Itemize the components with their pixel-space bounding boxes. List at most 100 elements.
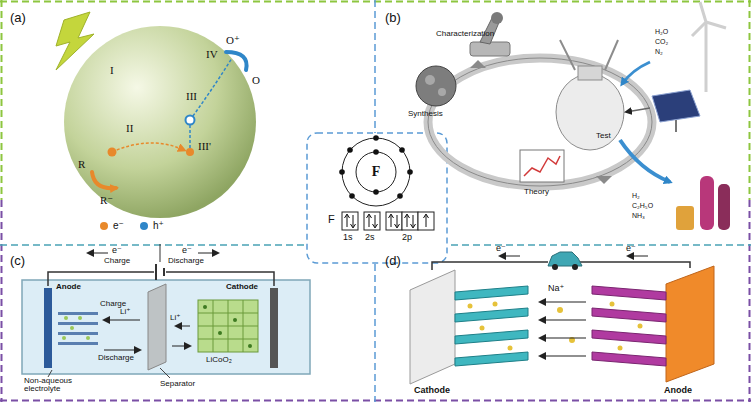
cathode-layer: [455, 286, 528, 300]
oxidation-arc: [226, 52, 247, 70]
light-bolt: [56, 12, 94, 70]
leader-line: [48, 370, 52, 377]
label: R⁻: [100, 194, 113, 206]
ion-arrow: [540, 337, 586, 338]
label: H₂O: [655, 28, 668, 36]
lithium-ion: [218, 331, 222, 335]
spin-arrows: [424, 214, 429, 227]
label: 2p: [402, 233, 412, 243]
label: C₂H₅O: [632, 202, 653, 210]
cycle-arrow: [596, 176, 612, 184]
electron-arrow: [500, 256, 520, 257]
sodium-ion: [493, 302, 498, 307]
anode-layer: [592, 308, 666, 322]
material-sphere: [425, 75, 435, 85]
licoo2-lattice: [198, 300, 258, 352]
data-chart: [524, 156, 560, 176]
electron: [407, 169, 413, 175]
label: Characterization: [436, 30, 494, 39]
nucleus-circle: F: [365, 161, 387, 183]
frame-border: [1, 0, 3, 200]
ion-arrow: [540, 355, 586, 356]
spin-arrows: [405, 214, 416, 228]
electrode-rod: [605, 40, 618, 70]
sodium-ion: [480, 326, 485, 331]
label: IV: [206, 48, 218, 60]
spin-arrows: [389, 214, 400, 228]
panel: (d): [375, 245, 751, 402]
anode-layer: [592, 352, 666, 366]
panel-label: (b): [385, 11, 401, 25]
car-icon: [548, 252, 582, 266]
label: Anode: [664, 386, 692, 396]
electron-path: [112, 143, 184, 152]
orbital-box: [386, 212, 402, 230]
label: III: [186, 90, 197, 102]
lithium-ion: [62, 336, 66, 340]
label: e⁻: [626, 244, 636, 254]
label: Anode: [56, 283, 81, 292]
ion-arrow: [104, 350, 140, 351]
graphite-layers: [58, 312, 98, 345]
ion-arrow: [540, 319, 586, 320]
label: 1s: [343, 233, 353, 243]
label: Charge: [104, 257, 130, 266]
panel-label: (c): [10, 254, 25, 268]
lithium-ion: [233, 318, 237, 322]
label: Discharge: [168, 257, 204, 266]
electron-arrow: [198, 253, 218, 254]
element-symbol: F: [372, 164, 381, 179]
battery-symbol: [155, 264, 157, 280]
reactor-flask: [556, 74, 624, 150]
microscope: [491, 12, 503, 24]
lithium-ion: [70, 326, 74, 330]
electron-dot: [108, 148, 117, 157]
orbital-box: [402, 212, 418, 230]
label: R: [78, 158, 85, 170]
anode-plate: [44, 288, 52, 368]
sodium-ion: [618, 346, 623, 351]
cathode-layer: [455, 330, 528, 344]
anode-layer: [592, 286, 666, 300]
feed-arrow: [622, 62, 650, 84]
lattice-block: [198, 300, 258, 352]
spin-arrows: [345, 214, 356, 228]
legend-swatch: [140, 222, 148, 230]
lithium-ion: [203, 305, 207, 309]
legend-item: e⁻: [100, 220, 124, 231]
sodium-ion: [610, 302, 615, 307]
ion-arrow: [540, 301, 586, 302]
label: III': [198, 140, 211, 152]
electron: [349, 193, 355, 199]
reduction-arc: [92, 172, 116, 188]
panel: (a): [0, 0, 375, 245]
catalyst-sphere: [64, 26, 256, 218]
label: Separator: [160, 380, 195, 389]
sodium-ion: [508, 346, 513, 351]
electron: [347, 147, 353, 153]
sodium-ion: [468, 304, 473, 309]
sodium-ions: [468, 302, 643, 351]
electrode-rod: [560, 40, 575, 70]
legend-swatch: [100, 222, 108, 230]
orbital-box: [342, 212, 358, 230]
electron: [373, 189, 379, 195]
legend-text: e⁻: [113, 220, 124, 231]
cathode-plate: [410, 270, 455, 384]
label: Theory: [524, 188, 549, 197]
frame-border: [749, 0, 751, 200]
frame-border: [749, 200, 751, 402]
car-wheel: [552, 264, 558, 270]
material-sphere: [438, 88, 446, 96]
cathode-layer: [455, 352, 528, 366]
car-wheel: [572, 264, 578, 270]
label: Synthesis: [408, 110, 443, 119]
leader-line: [160, 368, 170, 378]
orbital-box: [418, 212, 434, 230]
panel-label: (d): [385, 254, 401, 268]
anode-layer: [592, 330, 666, 344]
orbital-box: [364, 212, 380, 230]
panel: (b): [375, 0, 751, 245]
label: O⁺: [226, 34, 240, 46]
